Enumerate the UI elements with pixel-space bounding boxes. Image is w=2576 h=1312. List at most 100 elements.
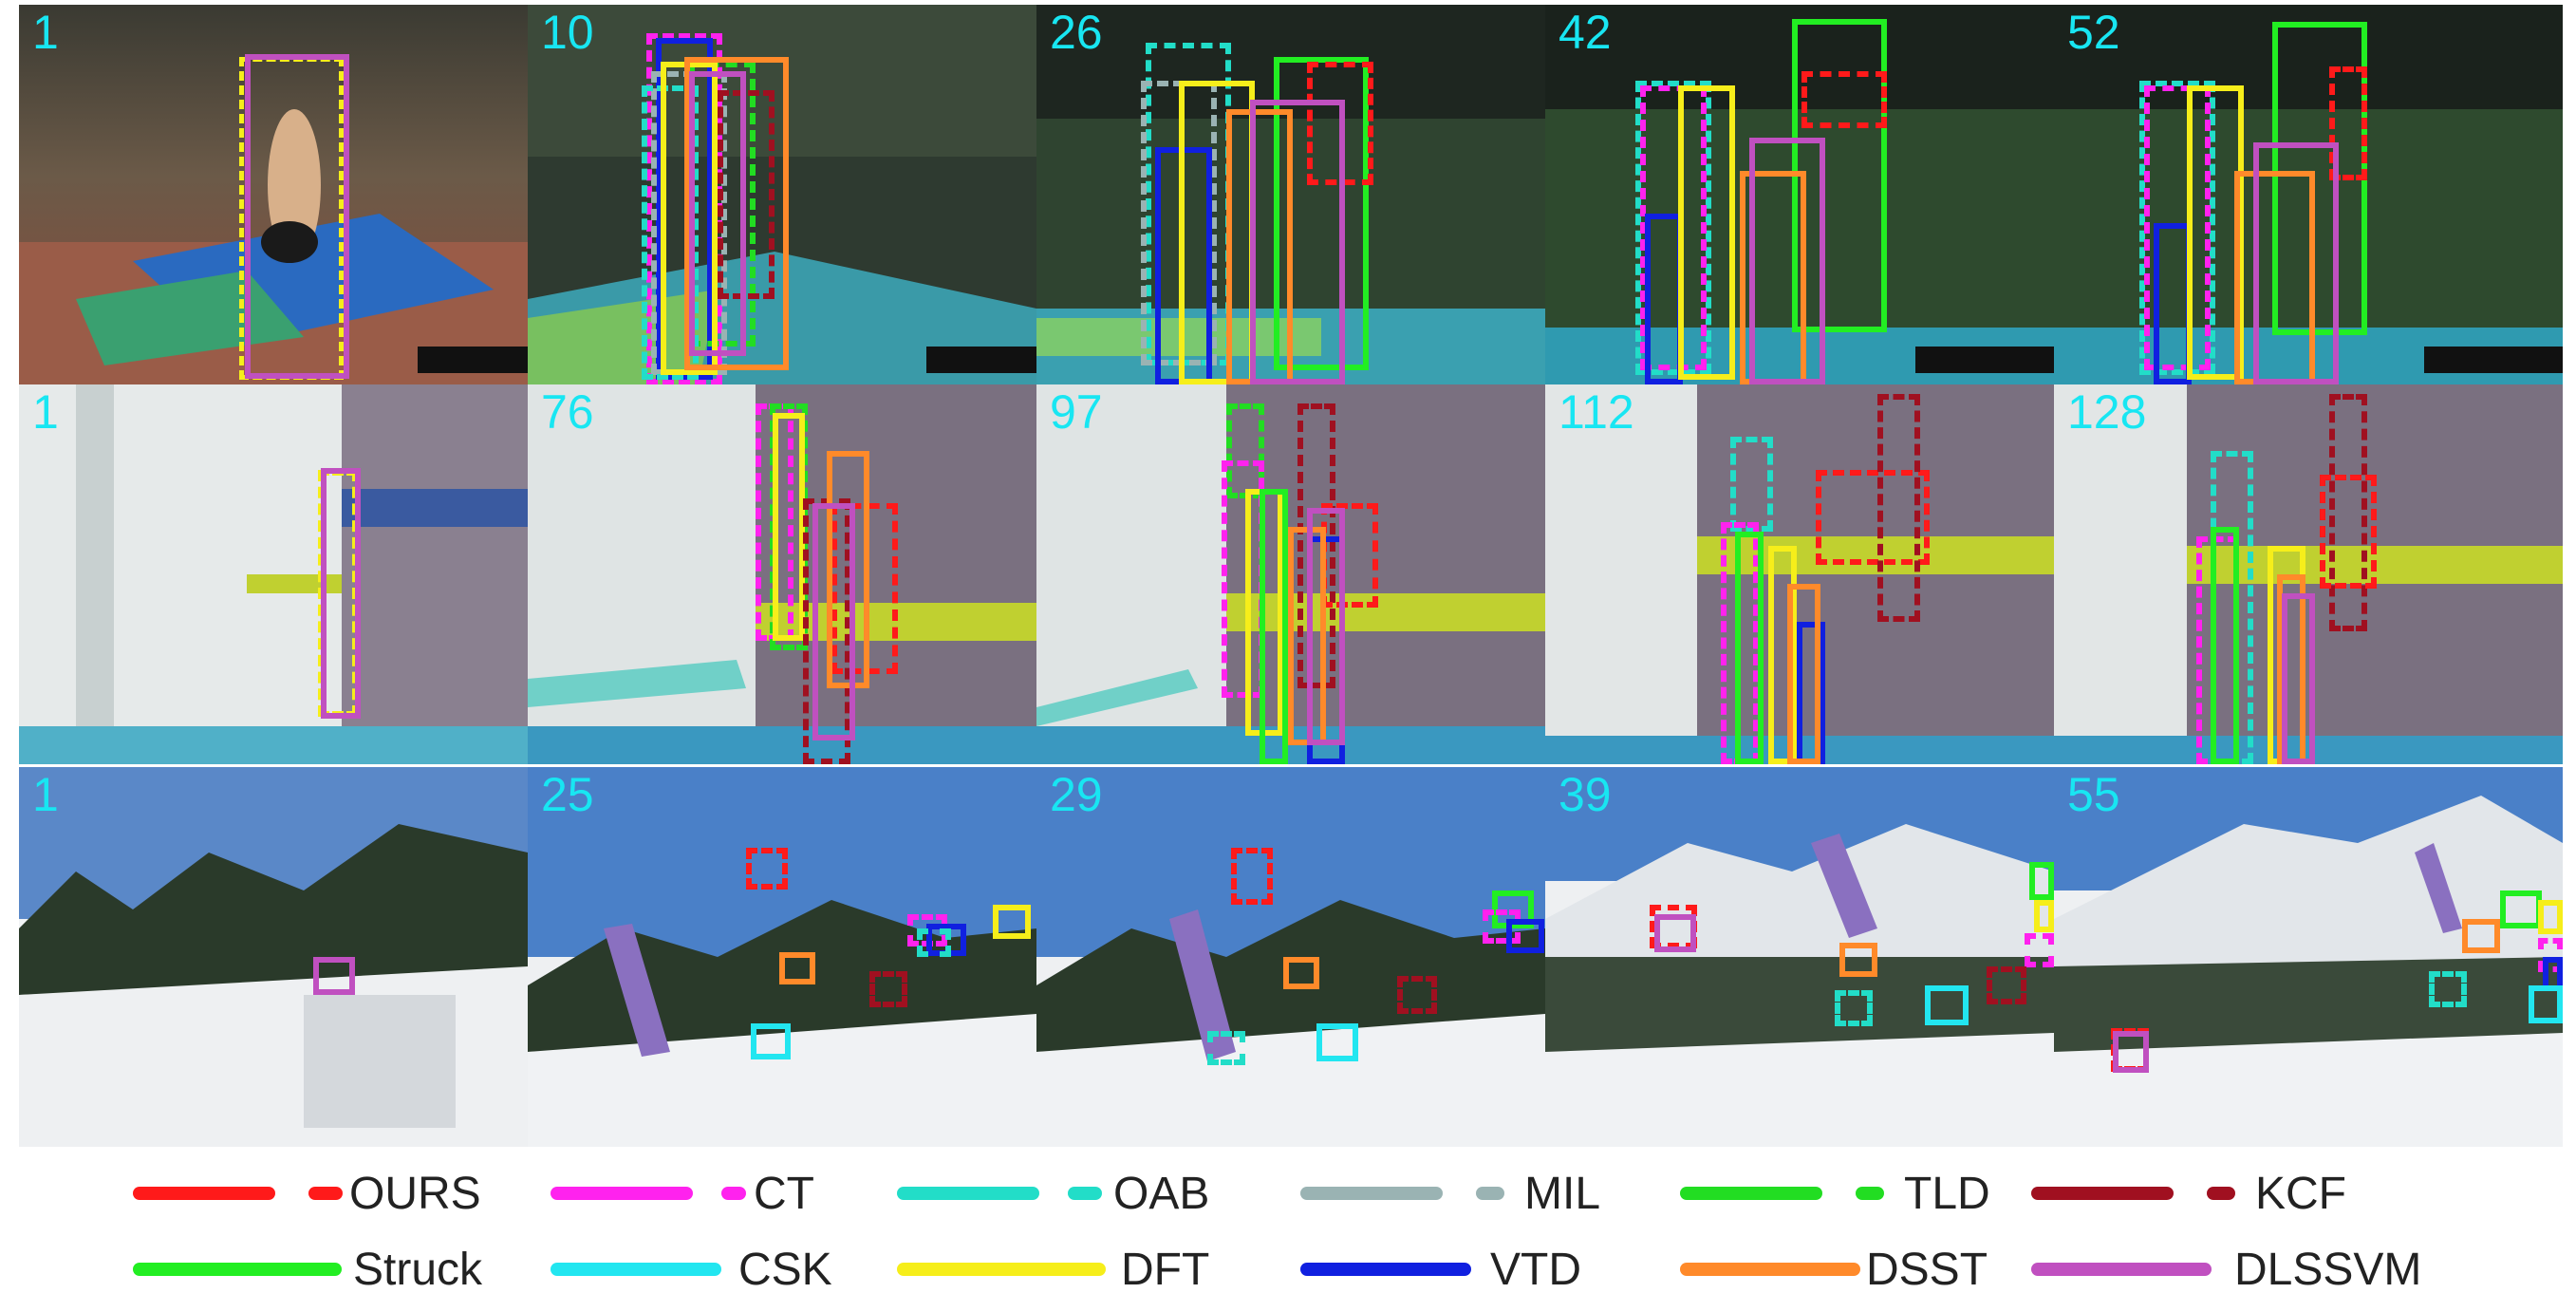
tracker-box xyxy=(1801,71,1887,128)
legend-swatch-dash xyxy=(308,1187,343,1200)
tracker-box xyxy=(1816,470,1930,565)
scene-background xyxy=(2054,5,2563,384)
legend-item-vtd: VTD xyxy=(1300,1242,1642,1299)
tracker-box xyxy=(1987,966,2026,1004)
legend-item-oab: OAB xyxy=(897,1166,1239,1223)
legend-item-struck: Struck xyxy=(133,1242,541,1299)
tracker-box xyxy=(2211,527,2239,764)
legend-swatch-dash xyxy=(1068,1187,1102,1200)
frame-row2-col3: 97 xyxy=(1036,384,1545,764)
legend-label: TLD xyxy=(1904,1169,1990,1219)
legend-item-ours: OURS xyxy=(133,1166,513,1223)
scene-background xyxy=(19,767,528,1147)
tracker-box xyxy=(1260,489,1288,764)
tracker-box xyxy=(718,90,775,299)
tracker-box xyxy=(1768,546,1797,764)
frame-number: 97 xyxy=(1050,385,1103,439)
tracker-box xyxy=(1635,81,1711,375)
tracker-box xyxy=(684,57,789,370)
legend-swatch-line xyxy=(1300,1187,1443,1200)
frame-number: 128 xyxy=(2067,385,2147,439)
tracker-box xyxy=(1207,1031,1245,1065)
legend-item-dsst: DSST xyxy=(1680,1242,2022,1299)
tracker-box xyxy=(2320,475,2377,589)
frame-number: 76 xyxy=(541,385,594,439)
legend-label: OURS xyxy=(349,1169,481,1219)
tracker-box xyxy=(2187,85,2244,380)
legend-item-ct: CT xyxy=(551,1166,835,1223)
tracker-box xyxy=(1397,976,1437,1014)
tracker-box xyxy=(1654,914,1696,952)
tracker-box xyxy=(779,952,815,984)
legend-swatch-dash xyxy=(721,1187,746,1200)
legend-label: DSST xyxy=(1866,1245,1988,1295)
legend-item-dlssvm: DLSSVM xyxy=(2031,1242,2458,1299)
tracker-box xyxy=(1274,57,1369,370)
tracker-box xyxy=(1316,1023,1358,1061)
tracker-box xyxy=(1749,138,1825,384)
frame-row1-col1: 1 xyxy=(19,5,528,384)
frame-row1-col5: 52 xyxy=(2054,5,2563,384)
legend-item-mil: MIL xyxy=(1300,1166,1642,1223)
tracker-box xyxy=(2154,223,2192,384)
tracker-box xyxy=(1506,919,1544,953)
tracker-box xyxy=(1925,985,1969,1025)
frame-row2-col2: 76 xyxy=(528,384,1036,764)
legend-swatch-line xyxy=(551,1263,721,1276)
scene-background xyxy=(2054,767,2563,1147)
legend-swatch-line xyxy=(897,1263,1106,1276)
tracker-box xyxy=(2113,1031,2149,1073)
frame-number: 25 xyxy=(541,768,594,821)
tracker-box xyxy=(1877,394,1920,622)
frame-row1-col4: 42 xyxy=(1545,5,2054,384)
legend-label: OAB xyxy=(1113,1169,1210,1219)
tracker-box xyxy=(2139,81,2215,375)
tracker-box xyxy=(993,905,1031,939)
legend-swatch-dash xyxy=(2207,1187,2235,1200)
legend-item-csk: CSK xyxy=(551,1242,892,1299)
tracker-box xyxy=(773,413,805,641)
tracker-box xyxy=(1307,508,1345,745)
tracker-box xyxy=(1835,990,1873,1026)
legend-swatch-line xyxy=(133,1263,342,1276)
tracker-box xyxy=(2029,862,2054,900)
tracker-box xyxy=(1787,584,1820,764)
legend-item-kcf: KCF xyxy=(2031,1166,2373,1223)
frame-row1-col2: 10 xyxy=(528,5,1036,384)
tracker-box xyxy=(1640,85,1707,370)
frame-row3-col4: 39 xyxy=(1545,767,2054,1147)
tracker-box xyxy=(2500,890,2542,928)
scene-background xyxy=(1545,767,2054,1147)
frame-row3-col1: 1 xyxy=(19,767,528,1147)
legend-swatch-line xyxy=(897,1187,1039,1200)
legend-swatch-line xyxy=(2031,1263,2212,1276)
legend-label: DFT xyxy=(1121,1245,1210,1295)
frame-number: 29 xyxy=(1050,768,1103,821)
frame-row3-col2: 25 xyxy=(528,767,1036,1147)
tracker-box xyxy=(245,54,349,379)
frame-row2-col1: 1 xyxy=(19,384,528,764)
legend-swatch-line xyxy=(1680,1263,1860,1276)
legend-label: DLSSVM xyxy=(2234,1245,2422,1295)
tracker-box xyxy=(2529,985,2563,1023)
legend-swatch-line xyxy=(551,1187,693,1200)
frame-number: 52 xyxy=(2067,6,2120,59)
tracker-box xyxy=(1231,848,1273,905)
tracker-box xyxy=(827,451,869,688)
frame-number: 26 xyxy=(1050,6,1103,59)
legend-item-tld: TLD xyxy=(1680,1166,2022,1223)
frame-number: 42 xyxy=(1559,6,1612,59)
tracker-box xyxy=(2538,938,2563,972)
frame-number: 10 xyxy=(541,6,594,59)
scene-background xyxy=(19,5,528,384)
tracker-box xyxy=(1839,943,1877,977)
legend-label: CT xyxy=(754,1169,814,1219)
tracker-box xyxy=(2253,142,2339,384)
tracker-box xyxy=(689,71,746,356)
tracker-box xyxy=(751,1023,791,1059)
tracker-box xyxy=(2538,900,2563,934)
legend-swatch-line xyxy=(133,1187,275,1200)
frame-number: 39 xyxy=(1559,768,1612,821)
tracker-box xyxy=(2462,919,2500,953)
